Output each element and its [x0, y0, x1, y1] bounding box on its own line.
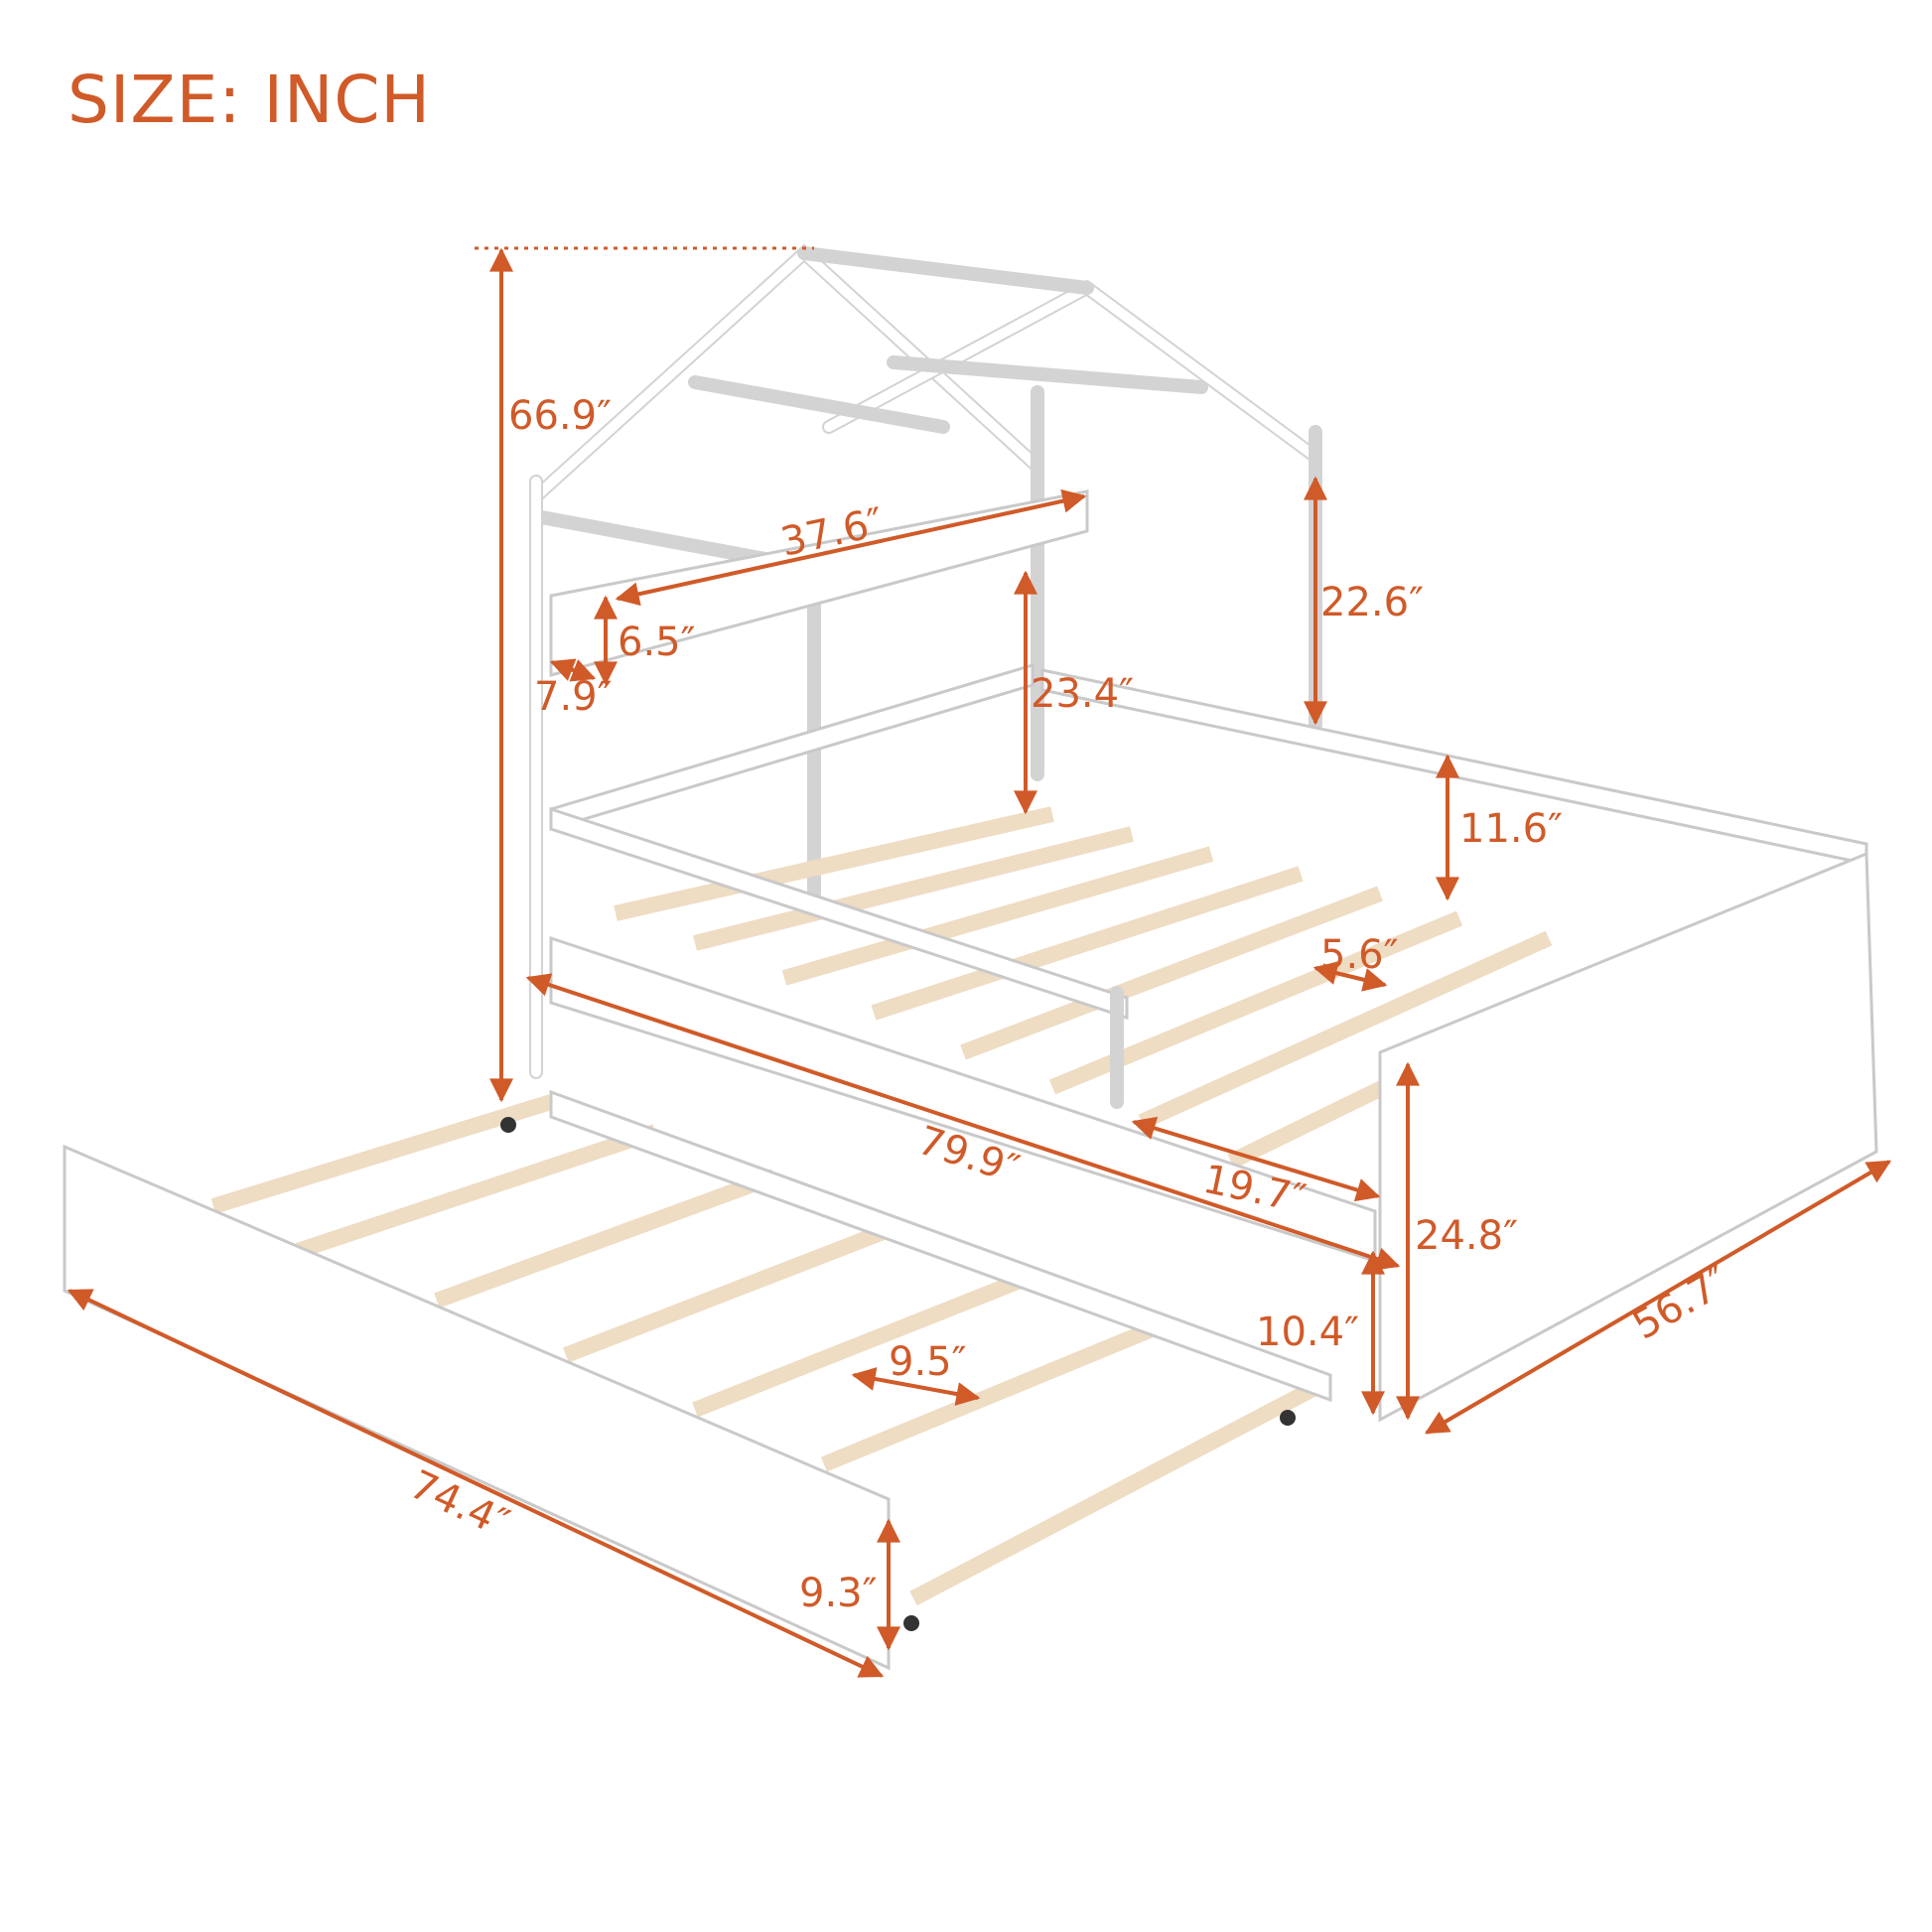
- label-trundle-clearance: 10.4″: [1256, 1310, 1359, 1355]
- arrow-rail-opening: [1131, 1116, 1381, 1202]
- label-trundle-slat-gap: 9.5″: [889, 1339, 967, 1385]
- arrow-shelf-depth: [549, 658, 597, 682]
- label-rail-opening: 19.7″: [1199, 1157, 1310, 1223]
- caster-wheel: [500, 1117, 516, 1133]
- label-footboard-height: 24.8″: [1415, 1213, 1518, 1259]
- label-slat-gap: 5.6″: [1320, 932, 1399, 978]
- label-total-height: 66.9″: [508, 393, 612, 439]
- label-headboard-rail-height: 23.4″: [1031, 671, 1134, 717]
- trundle-front-panel: [63, 1144, 891, 1671]
- size-unit-title: SIZE: INCH: [68, 62, 432, 138]
- label-shelf-depth: 7.9″: [534, 674, 613, 720]
- label-shelf-height: 6.5″: [618, 620, 696, 665]
- back-guard-rail: [1040, 668, 1868, 866]
- bed-illustration: [63, 243, 1878, 1671]
- dimension-arrows: [67, 246, 1892, 1678]
- arrow-bed-width: [1424, 1160, 1892, 1435]
- left-guard-rail: [549, 662, 1035, 832]
- arrow-bed-length: [525, 973, 1401, 1271]
- label-guard-rail-height: 11.6″: [1459, 806, 1563, 852]
- label-roof-post-height: 22.6″: [1320, 580, 1424, 625]
- caster-wheel: [903, 1615, 919, 1631]
- arrow-shelf-length: [615, 488, 1087, 607]
- label-trundle-height: 9.3″: [799, 1571, 878, 1616]
- footboard: [1378, 851, 1878, 1423]
- arrow-trundle-length: [67, 1289, 885, 1678]
- caster-wheel: [1280, 1410, 1296, 1426]
